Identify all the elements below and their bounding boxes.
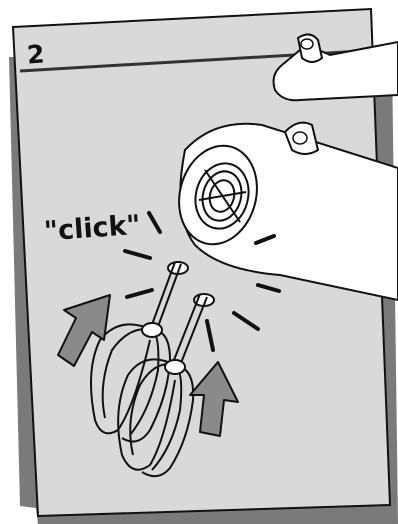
step-number: 2 — [26, 39, 45, 69]
